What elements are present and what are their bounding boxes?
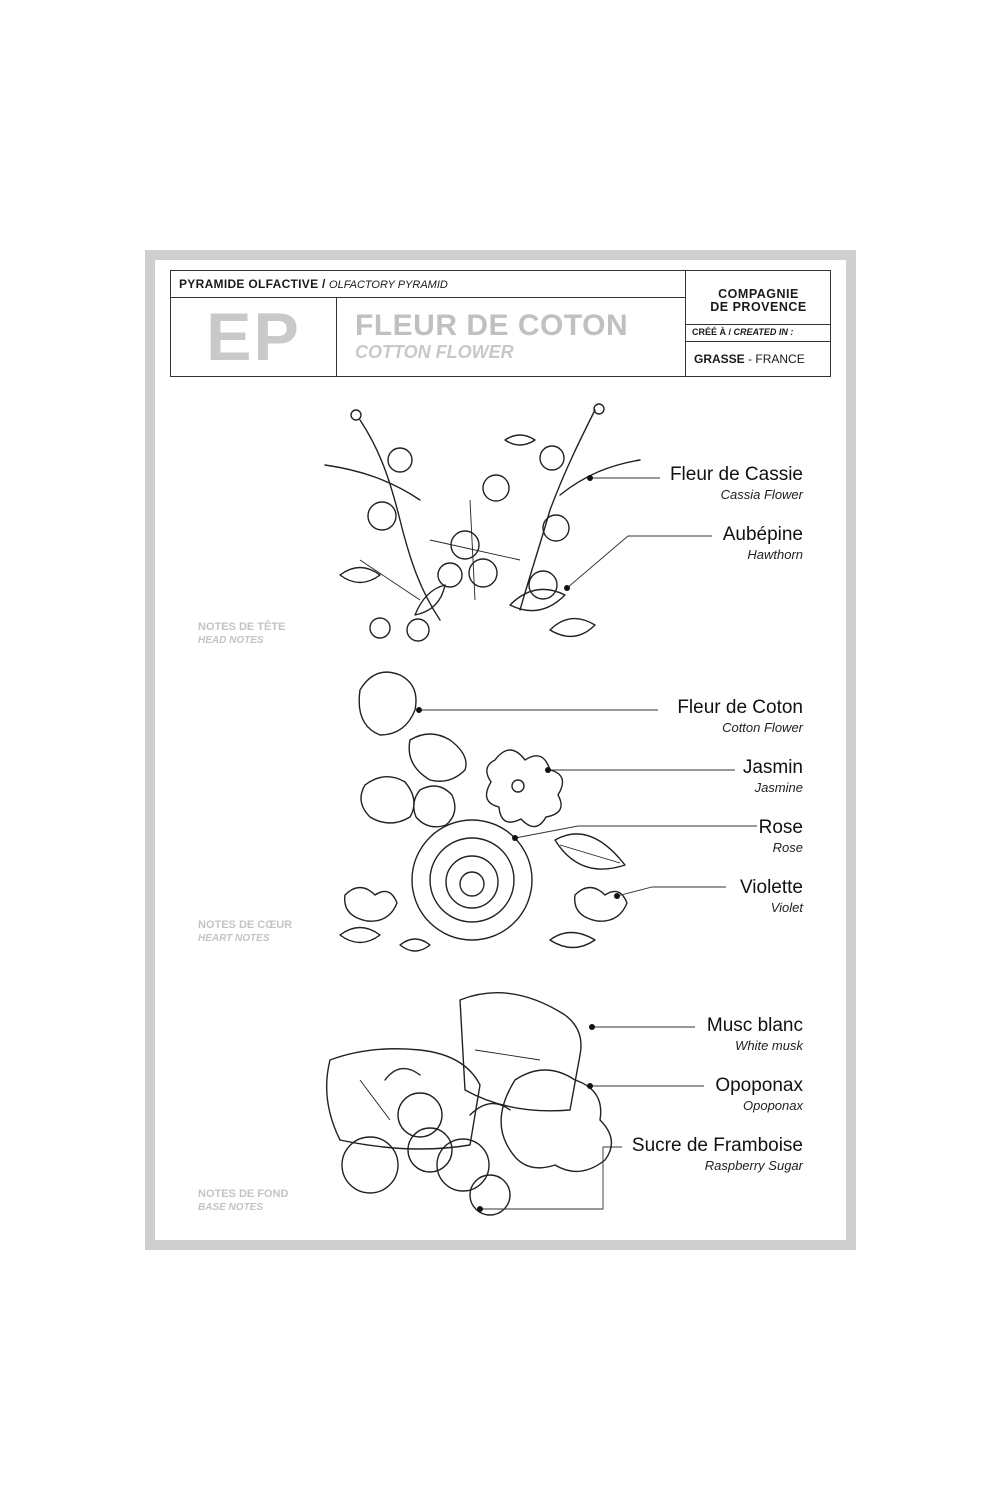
header-table: PYRAMIDE OLFACTIVE / OLFACTORY PYRAMID E…: [170, 270, 831, 377]
tier-base-label: NOTES DE FOND BASE NOTES: [198, 1188, 288, 1214]
note-jasmine: Jasmin Jasmine: [743, 757, 803, 797]
note-name-fr: Sucre de Framboise: [631, 1135, 803, 1156]
created-in-en: CREATED IN :: [733, 327, 794, 337]
note-name-en: Jasmine: [754, 780, 803, 795]
note-name-fr: Fleur de Cassie: [669, 464, 803, 485]
created-in-fr: CRÉÉ À /: [692, 327, 732, 337]
tier-head-label: NOTES DE TÊTE HEAD NOTES: [198, 621, 285, 647]
created-in-label: CRÉÉ À / CREATED IN :: [686, 325, 831, 342]
base-notes-illustration: [326, 992, 704, 1216]
heart-notes-illustration: [339, 671, 757, 952]
tier-base-fr: NOTES DE FOND: [198, 1188, 289, 1200]
tier-heart-en: HEART NOTES: [198, 933, 270, 944]
tier-head-fr: NOTES DE TÊTE: [198, 621, 286, 633]
note-violet: Violette Violet: [740, 877, 803, 917]
note-opoponax: Opoponax Opoponax: [715, 1075, 803, 1115]
note-name-en: Cassia Flower: [720, 487, 803, 502]
note-rose: Rose Rose: [759, 817, 803, 857]
note-name-fr: Opoponax: [715, 1075, 803, 1096]
pyramid-title: PYRAMIDE OLFACTIVE / OLFACTORY PYRAMID: [171, 271, 686, 298]
origin-city: GRASSE: [694, 352, 745, 366]
tier-head-en: HEAD NOTES: [198, 635, 264, 646]
brand-line-1: COMPAGNIE: [718, 287, 799, 301]
note-name-en: Hawthorn: [747, 547, 803, 562]
head-notes-illustration: [324, 403, 712, 642]
brand-logo: COMPAGNIE DE PROVENCE: [686, 271, 831, 325]
note-name-en: Rose: [772, 840, 803, 855]
note-name-fr: Jasmin: [742, 757, 803, 778]
note-name-en: Raspberry Sugar: [704, 1158, 803, 1173]
origin-country: FRANCE: [755, 352, 805, 366]
note-name-en: White musk: [735, 1038, 803, 1053]
note-name-en: Opoponax: [743, 1098, 803, 1113]
tier-heart-fr: NOTES DE CŒUR: [198, 919, 293, 931]
product-name-en: COTTON FLOWER: [355, 342, 514, 362]
product-code: EP: [171, 298, 337, 376]
note-name-en: Violet: [770, 900, 803, 915]
note-name-fr: Violette: [739, 877, 803, 898]
note-cassia: Fleur de Cassie Cassia Flower: [670, 464, 803, 504]
product-name-fr: FLEUR DE COTON: [355, 309, 629, 342]
pyramid-title-fr: PYRAMIDE OLFACTIVE /: [179, 277, 326, 291]
note-name-fr: Fleur de Coton: [677, 697, 803, 718]
note-name-fr: Aubépine: [722, 524, 803, 545]
note-name-en: Cotton Flower: [722, 720, 803, 735]
note-name-fr: Musc blanc: [706, 1015, 803, 1036]
note-white-musk: Musc blanc White musk: [707, 1015, 803, 1055]
card-frame: [145, 250, 856, 1250]
tier-heart-label: NOTES DE CŒUR HEART NOTES: [198, 919, 292, 945]
note-hawthorn: Aubépine Hawthorn: [723, 524, 803, 564]
tier-base-en: BASE NOTES: [198, 1202, 264, 1213]
note-cotton-flower: Fleur de Coton Cotton Flower: [677, 697, 803, 737]
brand-line-2: DE PROVENCE: [710, 300, 807, 314]
origin-place: GRASSE - FRANCE: [694, 352, 805, 366]
note-name-fr: Rose: [758, 817, 803, 838]
note-raspberry-sugar: Sucre de Framboise Raspberry Sugar: [632, 1135, 803, 1175]
pyramid-title-en: OLFACTORY PYRAMID: [329, 279, 448, 291]
product-name: FLEUR DE COTON COTTON FLOWER: [337, 298, 686, 376]
